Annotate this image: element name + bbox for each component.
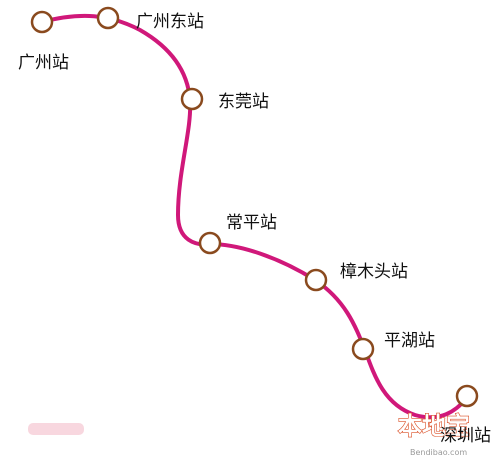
station-changping[interactable]: 常平站	[198, 213, 277, 255]
station-zhangmutou[interactable]: 樟木头站	[304, 262, 408, 292]
station-label: 平湖站	[384, 331, 435, 351]
watermark-url-text: Bendibao.com	[410, 448, 467, 457]
bendibao-watermark-logo: 本地宝 Bendibao.com	[397, 411, 470, 457]
station-guangzhou-east[interactable]: 广州东站	[96, 6, 204, 32]
station-pinghu[interactable]: 平湖站	[351, 331, 435, 361]
station-dongguan[interactable]: 东莞站	[180, 87, 269, 112]
station-label: 常平站	[226, 213, 277, 233]
station-marker-icon	[351, 337, 375, 361]
watermark-brand-text: 本地宝	[398, 412, 470, 440]
station-marker-icon	[304, 268, 328, 292]
station-label: 广州站	[18, 53, 69, 73]
station-marker-icon	[96, 6, 120, 30]
station-label: 东莞站	[218, 92, 269, 112]
station-label: 樟木头站	[340, 262, 408, 282]
station-shenzhen[interactable]	[455, 384, 479, 408]
pink-smear-decoration	[28, 423, 84, 435]
station-guangzhou[interactable]: 广州站	[18, 10, 69, 73]
station-marker-icon	[180, 87, 204, 111]
station-label-shenzhen: 深圳站	[440, 426, 491, 446]
station-label: 广州东站	[136, 12, 204, 32]
station-marker-icon	[30, 10, 54, 34]
station-marker-icon	[455, 384, 479, 408]
station-marker-icon	[198, 231, 222, 255]
